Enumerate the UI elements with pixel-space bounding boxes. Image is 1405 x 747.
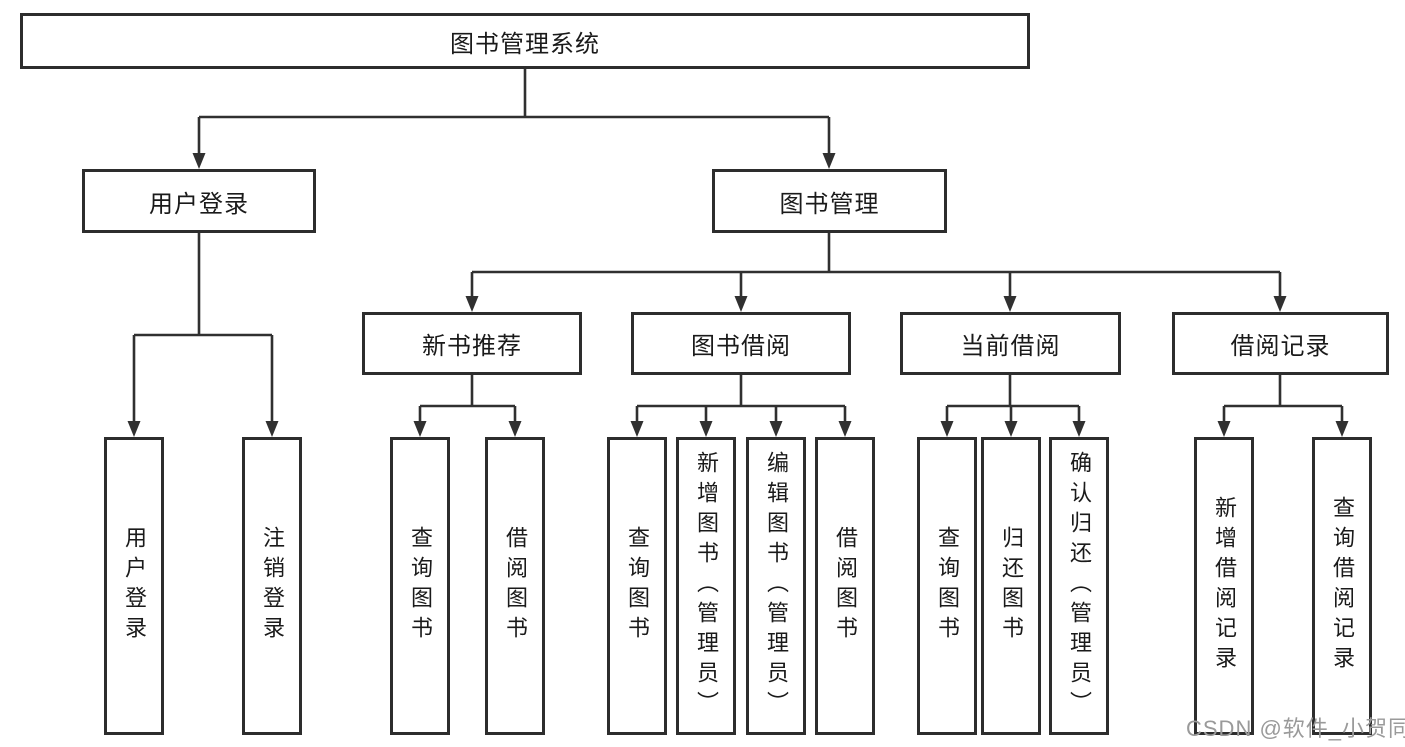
leaf-label: 归还图书 bbox=[999, 526, 1024, 646]
node-book-borrowing: 图书借阅 bbox=[631, 312, 851, 375]
leaf-add-books-admin: 新增图书（管理员） bbox=[676, 437, 736, 735]
leaf-borrow-books-borrowing: 借阅图书 bbox=[815, 437, 875, 735]
leaf-label: 注销登录 bbox=[260, 526, 285, 646]
leaf-label: 查询图书 bbox=[625, 526, 650, 646]
leaf-query-books-borrowing: 查询图书 bbox=[607, 437, 667, 735]
leaf-logout-login: 注销登录 bbox=[242, 437, 302, 735]
leaf-label: 编辑图书（管理员） bbox=[764, 451, 789, 721]
leaf-return-books: 归还图书 bbox=[981, 437, 1041, 735]
leaf-query-books-recommend: 查询图书 bbox=[390, 437, 450, 735]
leaf-user-login: 用户登录 bbox=[104, 437, 164, 735]
leaf-query-books-current: 查询图书 bbox=[917, 437, 977, 735]
node-label: 新书推荐 bbox=[422, 333, 522, 360]
node-library-management-system: 图书管理系统 bbox=[20, 13, 1030, 69]
leaf-label: 借阅图书 bbox=[503, 526, 528, 646]
node-label: 图书管理系统 bbox=[450, 30, 600, 58]
node-label: 当前借阅 bbox=[960, 333, 1061, 360]
leaf-query-borrow-record: 查询借阅记录 bbox=[1312, 437, 1372, 735]
node-book-management: 图书管理 bbox=[712, 169, 947, 233]
leaf-label: 确认归还（管理员） bbox=[1067, 451, 1092, 721]
leaf-confirm-return-admin: 确认归还（管理员） bbox=[1049, 437, 1109, 735]
leaf-label: 用户登录 bbox=[122, 526, 147, 646]
leaf-add-borrow-record: 新增借阅记录 bbox=[1194, 437, 1254, 735]
leaf-label: 新增图书（管理员） bbox=[694, 451, 719, 721]
node-label: 借阅记录 bbox=[1230, 333, 1331, 360]
leaf-edit-books-admin: 编辑图书（管理员） bbox=[746, 437, 806, 735]
leaf-label: 查询图书 bbox=[935, 526, 960, 646]
leaf-label: 借阅图书 bbox=[833, 526, 858, 646]
node-user-login: 用户登录 bbox=[82, 169, 316, 233]
node-label: 图书借阅 bbox=[691, 333, 791, 360]
csdn-watermark: CSDN @软件_小贺同学 bbox=[1186, 716, 1405, 741]
node-current-borrowing: 当前借阅 bbox=[900, 312, 1121, 375]
node-new-book-recommend: 新书推荐 bbox=[362, 312, 582, 375]
leaf-label: 查询图书 bbox=[408, 526, 433, 646]
leaf-label: 新增借阅记录 bbox=[1212, 496, 1237, 676]
node-label: 用户登录 bbox=[149, 190, 249, 218]
leaf-label: 查询借阅记录 bbox=[1330, 496, 1355, 676]
node-borrowing-records: 借阅记录 bbox=[1172, 312, 1389, 375]
leaf-borrow-books-recommend: 借阅图书 bbox=[485, 437, 545, 735]
node-label: 图书管理 bbox=[779, 190, 880, 218]
